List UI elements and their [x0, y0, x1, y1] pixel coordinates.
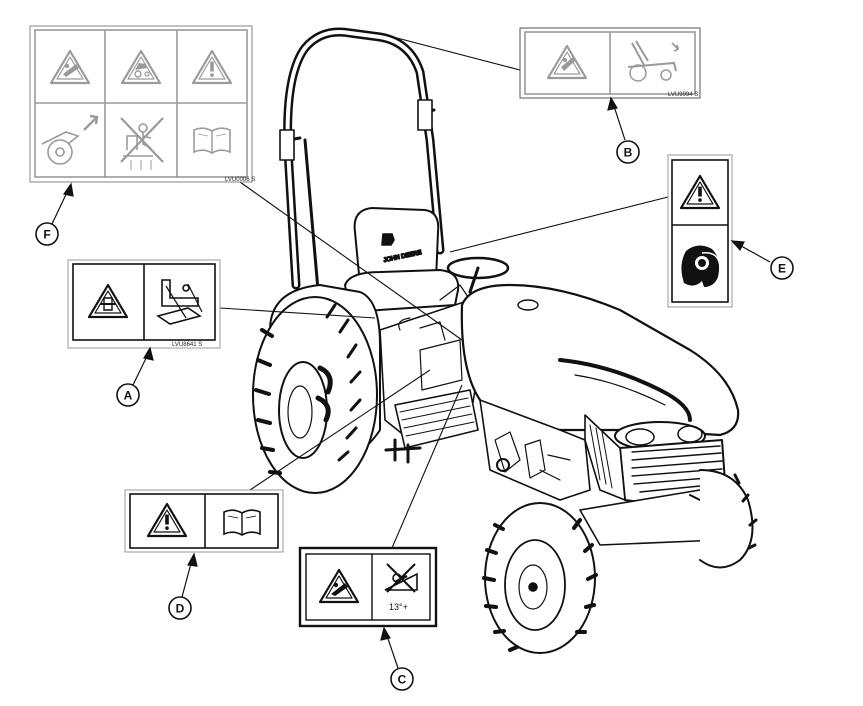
callout-b-letter: B [624, 146, 633, 160]
tractor-illustration: JOHN DEERE [252, 27, 758, 654]
callout-e: E [770, 256, 794, 280]
operator-seat: JOHN DEERE [344, 207, 460, 313]
leader-line-a [219, 307, 376, 319]
callout-arrow-d [181, 552, 198, 598]
decal-d [124, 489, 284, 553]
no-riders-icon [120, 117, 164, 170]
decal-c-slope-label: 13°+ [389, 602, 408, 612]
leader-lines [219, 32, 673, 549]
seat-pivot-pinch-icon [156, 279, 203, 325]
decal-f-part-code: LVU0006 S [225, 177, 255, 183]
rear-wheel [252, 296, 378, 494]
callout-d: D [168, 596, 192, 620]
rops-roll-bar [279, 27, 445, 292]
runover-warning-icon [120, 49, 162, 85]
leader-line-c [391, 384, 463, 549]
callout-arrow-b [607, 96, 626, 141]
callout-arrow-f [51, 182, 74, 225]
steering-wheel [446, 256, 510, 294]
no-steep-slope-icon [384, 563, 418, 593]
callout-a: A [116, 383, 140, 407]
decal-c: 13°+ [298, 546, 438, 628]
pinch-point-warning-icon [87, 283, 129, 319]
callout-c: C [390, 667, 414, 691]
callout-arrow-c [380, 626, 399, 669]
callout-f-letter: F [43, 228, 50, 242]
callout-a-letter: A [124, 389, 133, 403]
callout-b: B [616, 140, 640, 164]
callout-arrow-a [132, 346, 154, 386]
leader-line-b [377, 32, 521, 71]
callout-arrows [51, 96, 771, 669]
callout-d-letter: D [176, 602, 185, 616]
callout-arrow-e [730, 240, 771, 263]
front-wheel-left [482, 502, 598, 654]
front-wheel-right [699, 469, 758, 569]
rops-folding-icon [627, 40, 680, 82]
decal-a-part-code: LVU8641 S [172, 342, 202, 348]
decal-a: LVU8641 S [67, 259, 221, 349]
tractor-backward-flip-icon [41, 114, 99, 165]
leader-line-e [449, 195, 673, 253]
leader-line-f [239, 181, 463, 341]
crush-hazard-icon [546, 44, 588, 80]
leader-line-d [249, 369, 431, 491]
callout-e-letter: E [778, 262, 786, 276]
callout-f: F [35, 222, 59, 246]
hearing-protection-icon [681, 245, 721, 287]
callout-c-letter: C [398, 673, 407, 687]
decal-b: LVU9994 S [519, 27, 701, 99]
rollover-warning-icon [318, 568, 360, 604]
rollover-warning-icon [49, 49, 91, 85]
decal-b-part-code: LVU9994 S [668, 92, 698, 98]
engine-area [479, 399, 591, 501]
decal-e [667, 154, 733, 308]
decal-f: LVU0006 S [29, 25, 255, 183]
